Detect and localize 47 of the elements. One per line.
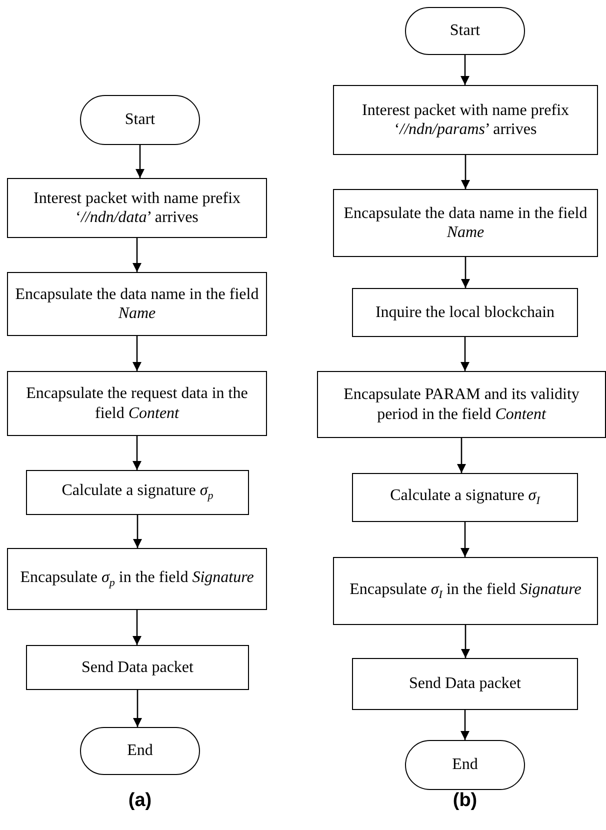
node-text: Start xyxy=(124,110,156,130)
process-box xyxy=(7,371,267,436)
process-box xyxy=(352,658,578,710)
node-text: Interest packet with name prefix ‘//ndn/data’ arrives xyxy=(32,188,242,228)
node-text: Calculate a signature σ$_{I}$ xyxy=(390,486,540,509)
arrow xyxy=(132,238,142,272)
arrow xyxy=(133,690,142,727)
panel-label: (a) xyxy=(128,790,152,812)
arrow xyxy=(461,155,470,189)
process-box xyxy=(7,178,267,238)
node-text: Encapsulate σ$_{p}$ in the field Signature xyxy=(20,568,254,590)
node-text: Encapsulate the data name in the field Name xyxy=(342,204,588,242)
node-text: Send Data packet xyxy=(82,658,194,678)
process-box xyxy=(7,272,267,336)
arrow xyxy=(460,710,470,740)
process-box xyxy=(333,557,598,625)
node-text: Send Data packet xyxy=(409,674,521,694)
arrow xyxy=(461,625,470,658)
process-box xyxy=(26,645,249,690)
node-text: End xyxy=(127,741,153,761)
arrow xyxy=(461,257,470,288)
arrow xyxy=(460,337,470,371)
node-text: Encapsulate PARAM and its validity period in the field Content xyxy=(342,385,580,424)
arrow xyxy=(460,55,470,85)
node-text: Encapsulate σ$_{I}$ in the field Signature xyxy=(350,580,582,602)
process-box xyxy=(333,85,598,155)
node-text: End xyxy=(452,755,478,775)
arrow xyxy=(133,515,142,548)
panel-label: (b) xyxy=(452,790,478,812)
process-box xyxy=(352,473,578,522)
node-text: Start xyxy=(450,21,480,41)
node-text: Interest packet with name prefix ‘//ndn/params’ arrives xyxy=(360,100,570,140)
process-box xyxy=(7,548,267,610)
arrow xyxy=(457,438,466,473)
arrow xyxy=(132,336,142,371)
process-box xyxy=(317,371,606,438)
arrow xyxy=(132,436,142,470)
arrow xyxy=(132,610,142,645)
node-text: Encapsulate the request data in the field Content xyxy=(25,384,249,423)
node-text: Calculate a signature σ$_{p}$ xyxy=(62,481,214,504)
process-box xyxy=(333,189,598,257)
process-box xyxy=(352,288,578,337)
arrow xyxy=(136,145,144,178)
node-text: Inquire the local blockchain xyxy=(375,302,555,322)
node-text: Encapsulate the data name in the field Name xyxy=(14,284,260,324)
process-box xyxy=(26,470,249,515)
arrow xyxy=(460,522,470,557)
